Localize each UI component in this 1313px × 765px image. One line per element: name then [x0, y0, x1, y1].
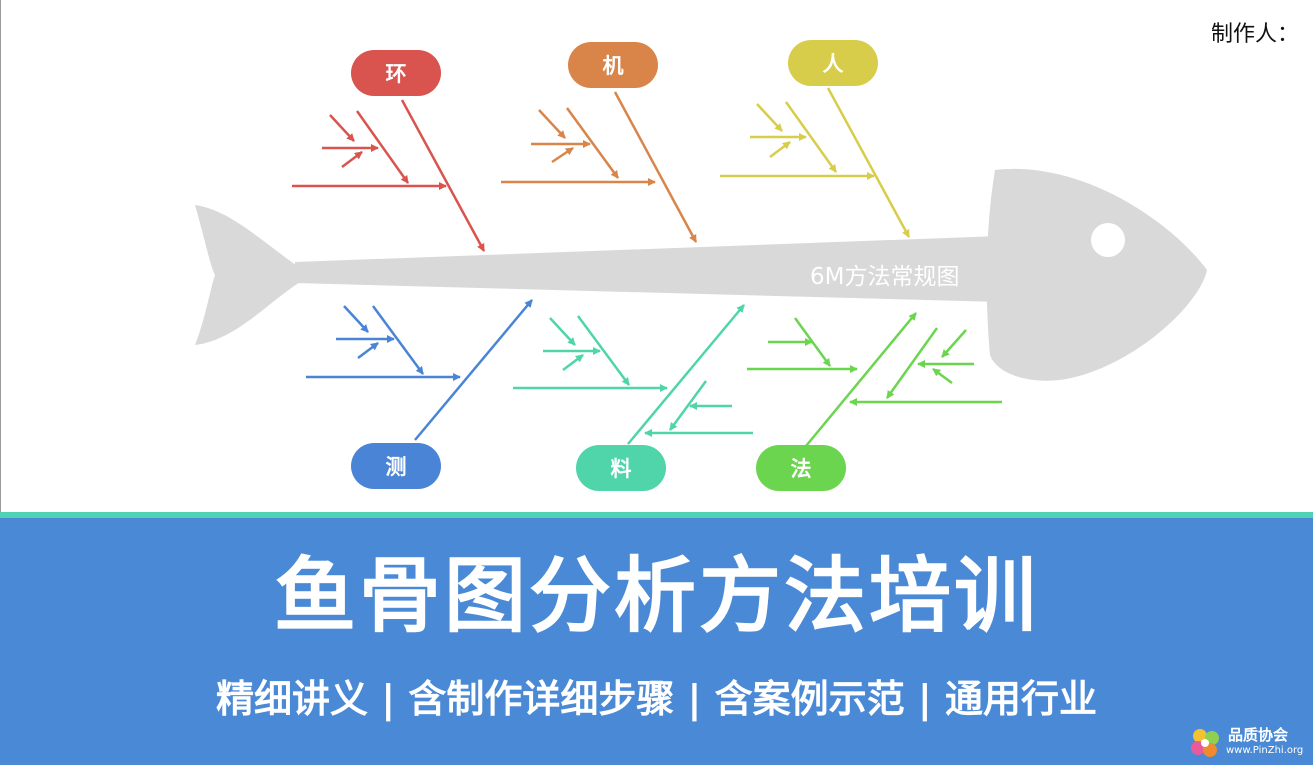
subtitle: 精细讲义 | 含制作详细步骤 | 含案例示范 | 通用行业: [215, 677, 1098, 721]
branch-environment: [292, 99, 486, 252]
category-environment: 环: [351, 50, 441, 96]
branch-machine: [501, 91, 698, 243]
fishbone-diagram: [195, 87, 1207, 447]
branch-method: [747, 312, 1002, 447]
left-border: [0, 0, 1, 512]
spine-label: 6M方法常规图: [810, 264, 960, 290]
category-measurement: 测: [351, 443, 441, 489]
branch-people: [720, 87, 911, 238]
category-people: 人: [788, 40, 878, 86]
category-material: 料: [576, 445, 666, 491]
fish-spine: [295, 236, 1000, 302]
flower-logo-icon: [1191, 729, 1219, 757]
fish-head: [986, 168, 1207, 381]
logo-name: 品质协会: [1228, 726, 1289, 744]
category-method: 法: [756, 445, 846, 491]
fish-tail: [195, 205, 300, 345]
title-banner: [0, 518, 1313, 765]
author-label: 制作人：: [1210, 22, 1299, 47]
fish-eye: [1091, 223, 1125, 257]
branch-material: [513, 304, 753, 445]
fish-body: [195, 168, 1207, 381]
accent-stripe: [0, 512, 1313, 518]
branch-measurement: [306, 299, 533, 441]
logo-url: www.PinZhi.org: [1226, 745, 1304, 756]
main-title: 鱼骨图分析方法培训: [273, 549, 1039, 644]
category-machine: 机: [568, 42, 658, 88]
brand-logo: 品质协会 www.PinZhi.org: [1188, 724, 1308, 762]
